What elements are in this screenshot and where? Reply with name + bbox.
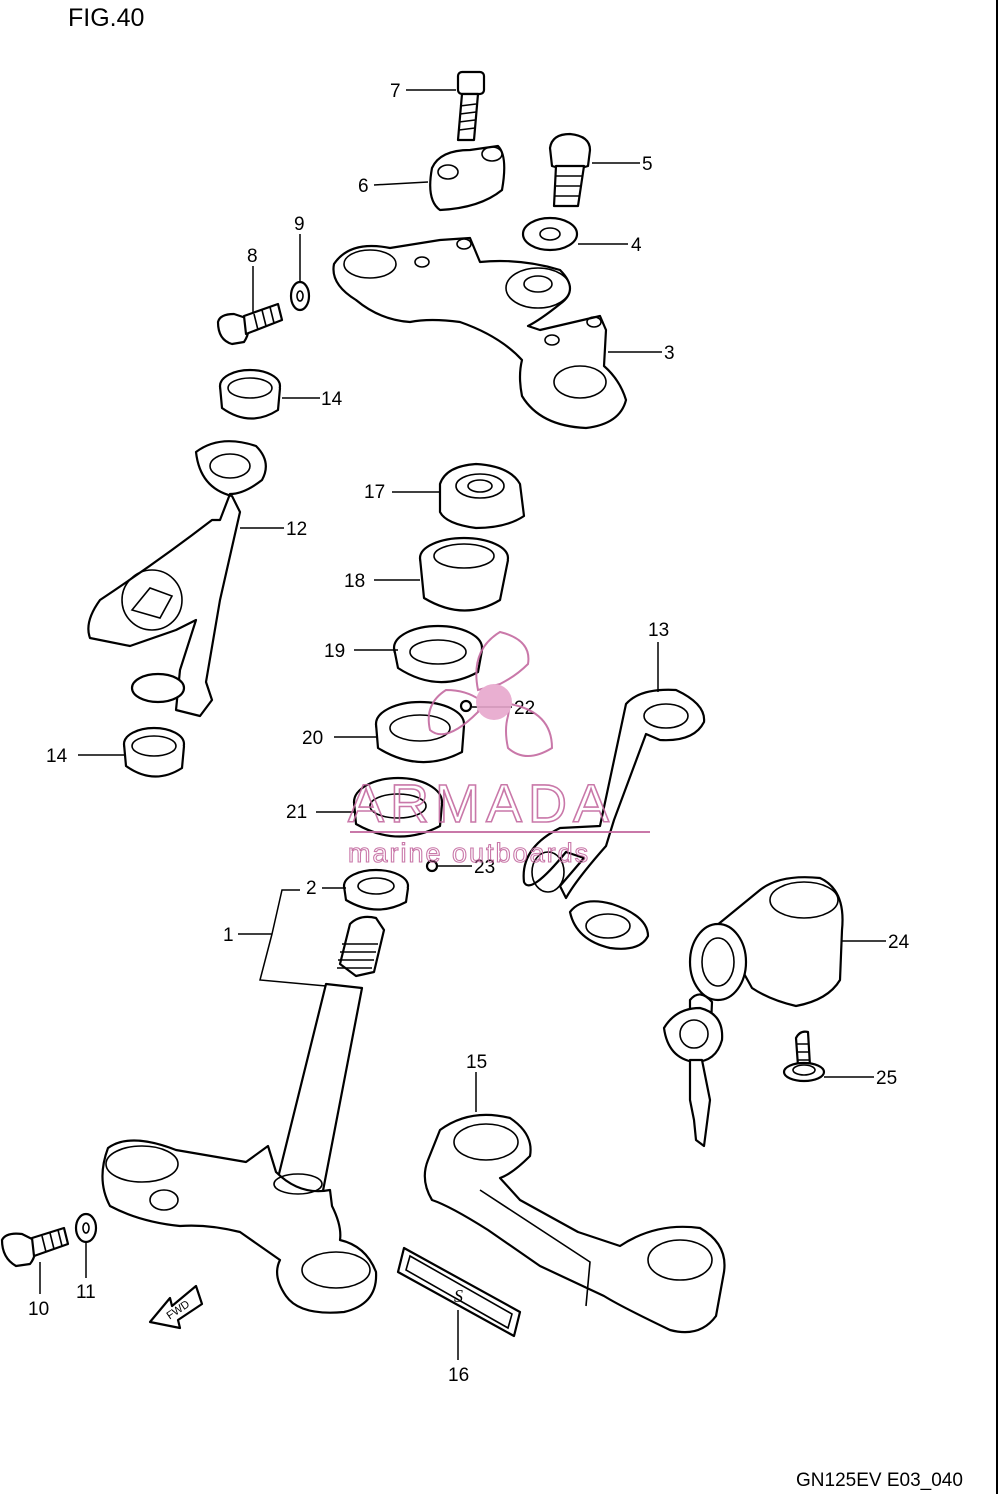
part-23-ball <box>425 859 439 873</box>
part-18-dust-seal <box>418 536 510 612</box>
label-part-21: 21 <box>286 802 307 823</box>
part-number-labels: 1 2 3 4 5 6 7 8 9 10 11 12 13 14 14 15 1… <box>28 81 910 1386</box>
label-part-18: 18 <box>344 571 365 592</box>
leader-lines <box>39 89 886 1360</box>
label-part-10: 10 <box>28 1299 49 1320</box>
part-6-clamp <box>429 144 506 212</box>
watermark-brand: ARMADA <box>348 774 615 834</box>
part-19-bearing-race <box>392 624 484 684</box>
part-4-washer <box>521 216 579 252</box>
part-8-bolt <box>216 302 284 346</box>
figure-title: FIG.40 <box>68 4 144 32</box>
part-5-bolt <box>548 132 592 208</box>
part-7-bolt <box>456 70 486 142</box>
forward-direction-arrow: FWD <box>148 1284 204 1330</box>
label-part-25: 25 <box>876 1068 897 1089</box>
label-part-13: 13 <box>648 620 669 641</box>
part-11-washer <box>74 1212 98 1244</box>
part-10-bolt <box>0 1226 70 1268</box>
part-15-lower-bracket <box>423 1113 726 1334</box>
label-part-19: 19 <box>324 641 345 662</box>
label-part-14-lower: 14 <box>46 746 68 767</box>
armada-watermark: ARMADA marine outboards <box>347 630 650 869</box>
part-14-bushing-lower <box>122 726 186 778</box>
label-part-1: 1 <box>223 925 234 946</box>
part-25-screw <box>782 1030 826 1083</box>
label-part-23: 23 <box>474 857 495 878</box>
label-part-9: 9 <box>294 214 305 235</box>
label-part-20: 20 <box>302 728 323 749</box>
label-part-7: 7 <box>390 81 401 102</box>
label-part-24: 24 <box>888 932 910 953</box>
label-part-3: 3 <box>664 343 675 364</box>
label-part-5: 5 <box>642 154 653 175</box>
label-part-4: 4 <box>631 235 642 256</box>
label-part-8: 8 <box>247 246 258 267</box>
propeller-logo-icon <box>427 630 554 757</box>
part-24-ignition-switch <box>662 876 844 1148</box>
label-part-17: 17 <box>364 482 385 503</box>
emblem-letter: S <box>454 1286 463 1306</box>
part-16-emblem: S <box>396 1246 522 1338</box>
part-21-bearing-race <box>352 776 444 838</box>
label-part-14-upper: 14 <box>321 389 343 410</box>
label-part-15: 15 <box>466 1052 487 1073</box>
label-part-6: 6 <box>358 176 369 197</box>
label-part-12: 12 <box>286 519 307 540</box>
part-3-upper-bracket <box>332 236 628 430</box>
part-17-nut <box>438 462 526 530</box>
drawing-code: GN125EV E03_040 <box>796 1470 963 1491</box>
part-12-meter-bracket <box>87 440 267 718</box>
watermark-tagline: marine outboards <box>348 838 590 868</box>
part-14-bushing-upper <box>218 368 282 420</box>
part-1-steering-stem <box>101 915 386 1314</box>
label-part-2: 2 <box>306 878 317 899</box>
part-22-ball <box>459 699 473 713</box>
part-13-bracket <box>522 688 706 950</box>
part-9-washer <box>289 280 311 312</box>
label-part-16: 16 <box>448 1365 469 1386</box>
part-2-seal <box>342 868 410 911</box>
label-part-11: 11 <box>76 1282 96 1303</box>
